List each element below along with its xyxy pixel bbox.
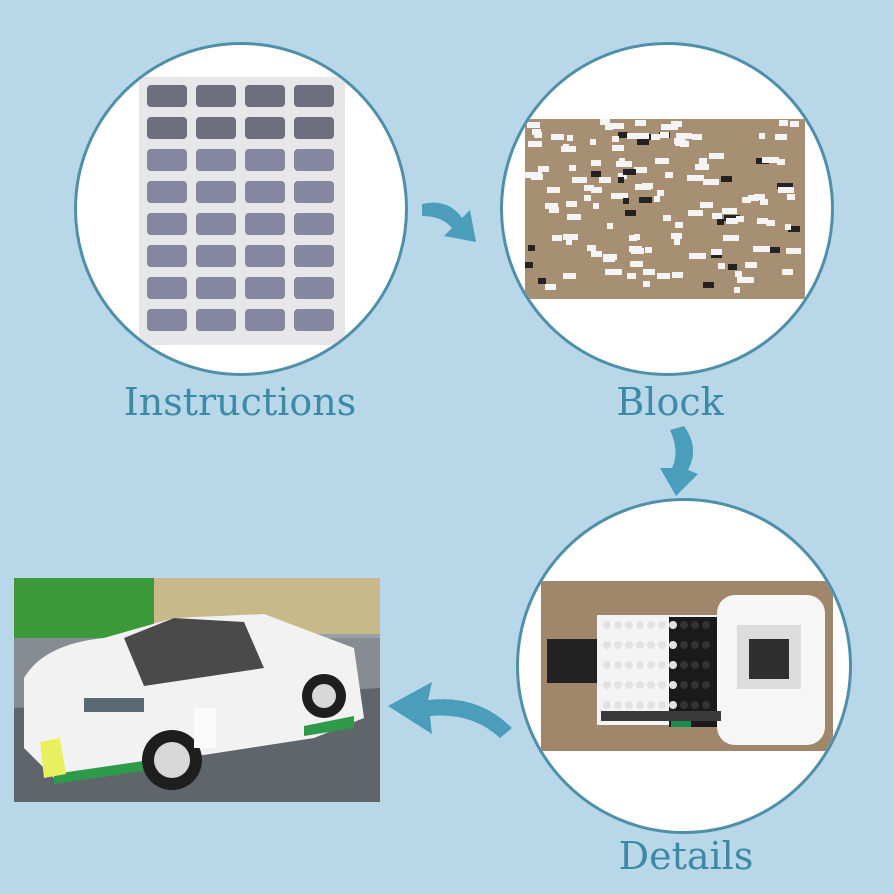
loose-blocks-image [525,119,805,299]
instructions-circle [74,42,408,376]
assembled-base-image [541,581,833,751]
details-circle [516,498,852,834]
arrow-right-curved-icon [422,202,476,242]
arrow-left-curved-icon [388,682,512,738]
finished-car-image [14,578,380,802]
block-circle [500,42,834,376]
instructions-label: Instructions [123,380,357,424]
details-label: Details [618,834,754,878]
arrow-down-curved-icon [660,426,698,496]
block-label: Block [616,380,724,424]
instructions-manual-image [139,77,345,345]
